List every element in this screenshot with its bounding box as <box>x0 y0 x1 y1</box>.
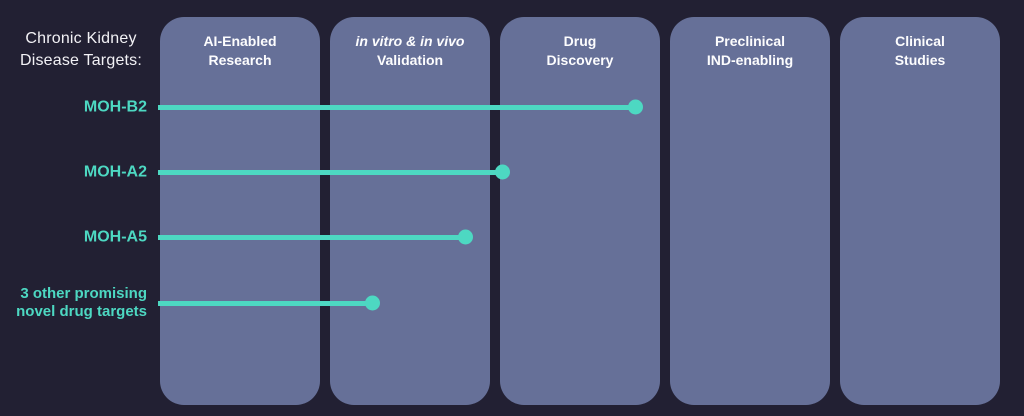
stage-header: AI-Enabled Research <box>175 32 305 70</box>
target-label-moh-b2: MOH-B2 <box>83 98 147 116</box>
target-label-moh-a2: MOH-A2 <box>83 163 147 181</box>
chart-title: Chronic Kidney Disease Targets: <box>19 30 143 69</box>
target-label-other-targets: 3 other promising novel drug targets <box>16 285 147 320</box>
progress-line-moh-a5 <box>158 229 473 245</box>
target-label-moh-a5: MOH-A5 <box>83 228 147 246</box>
progress-line-moh-a2 <box>158 164 511 180</box>
progress-dot <box>458 229 473 245</box>
stage-header-line2: Validation <box>376 52 444 68</box>
stage-column-preclinical-ind-enabling: Preclinical IND-enabling <box>670 17 830 405</box>
stage-columns: AI-Enabled Research in vitro & in vivo V… <box>160 17 1000 405</box>
stage-header-line1: Clinical <box>895 33 945 49</box>
stage-header-line2: IND-enabling <box>706 52 794 68</box>
stage-header: Drug Discovery <box>515 32 645 70</box>
stage-header-line1: in vitro & in vivo <box>355 33 465 49</box>
stage-header-line1: AI-Enabled <box>203 33 277 49</box>
stage-header: Preclinical IND-enabling <box>685 32 815 70</box>
stage-header: in vitro & in vivo Validation <box>345 32 475 70</box>
stage-column-clinical-studies: Clinical Studies <box>840 17 1000 405</box>
progress-line-other-targets <box>158 295 381 311</box>
stage-column-drug-discovery: Drug Discovery <box>500 17 660 405</box>
stage-header-line1: Drug <box>563 33 597 49</box>
stage-header-line2: Studies <box>894 52 946 68</box>
stage-header-line2: Research <box>208 52 272 68</box>
progress-dot <box>628 99 643 115</box>
stage-header-line1: Preclinical <box>714 33 786 49</box>
progress-dot <box>365 295 381 311</box>
stage-header-line2: Discovery <box>546 52 614 68</box>
stage-column-validation: in vitro & in vivo Validation <box>330 17 490 405</box>
progress-line-moh-b2 <box>158 99 643 115</box>
stage-column-ai-enabled-research: AI-Enabled Research <box>160 17 320 405</box>
stage-header: Clinical Studies <box>855 32 985 70</box>
progress-dot <box>495 164 511 180</box>
